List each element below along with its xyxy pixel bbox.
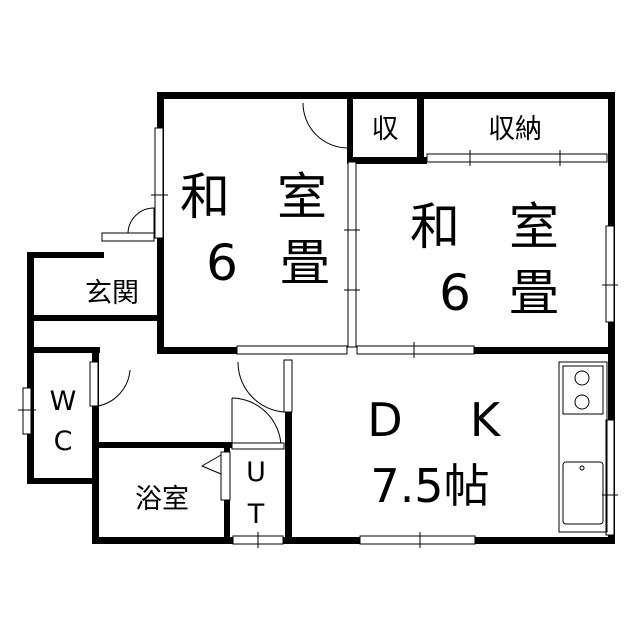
room-shuno: 収納 [488, 114, 542, 145]
svg-text:畳: 畳 [280, 234, 330, 292]
windows-and-doors [18, 102, 618, 548]
room-ut: U T [246, 457, 266, 530]
room-dk: D K 7.5帖 [367, 393, 502, 513]
svg-text:室: 室 [509, 198, 559, 256]
svg-text:C: C [54, 426, 73, 457]
svg-text:K: K [470, 393, 502, 447]
kitchen-counter [558, 361, 608, 533]
sink-icon [562, 461, 604, 525]
room-genkan: 玄関 [85, 278, 139, 309]
room-bath: 浴室 [135, 484, 189, 515]
svg-text:7.5帖: 7.5帖 [370, 459, 489, 513]
svg-text:室: 室 [277, 168, 327, 226]
svg-text:6: 6 [439, 264, 471, 322]
svg-text:6: 6 [206, 234, 238, 292]
svg-text:畳: 畳 [509, 264, 559, 322]
svg-text:和: 和 [410, 198, 460, 256]
room-washitsu-2: 和 室 6 畳 [410, 198, 559, 322]
stove-icon [562, 365, 604, 415]
room-washitsu-1: 和 室 6 畳 [180, 168, 330, 292]
svg-text:和: 和 [180, 168, 230, 226]
room-wc: W C [50, 386, 77, 457]
svg-text:D: D [367, 393, 402, 447]
svg-text:T: T [247, 499, 265, 530]
room-shu: 収 [372, 114, 399, 145]
svg-text:W: W [50, 386, 77, 417]
svg-text:U: U [246, 457, 266, 488]
